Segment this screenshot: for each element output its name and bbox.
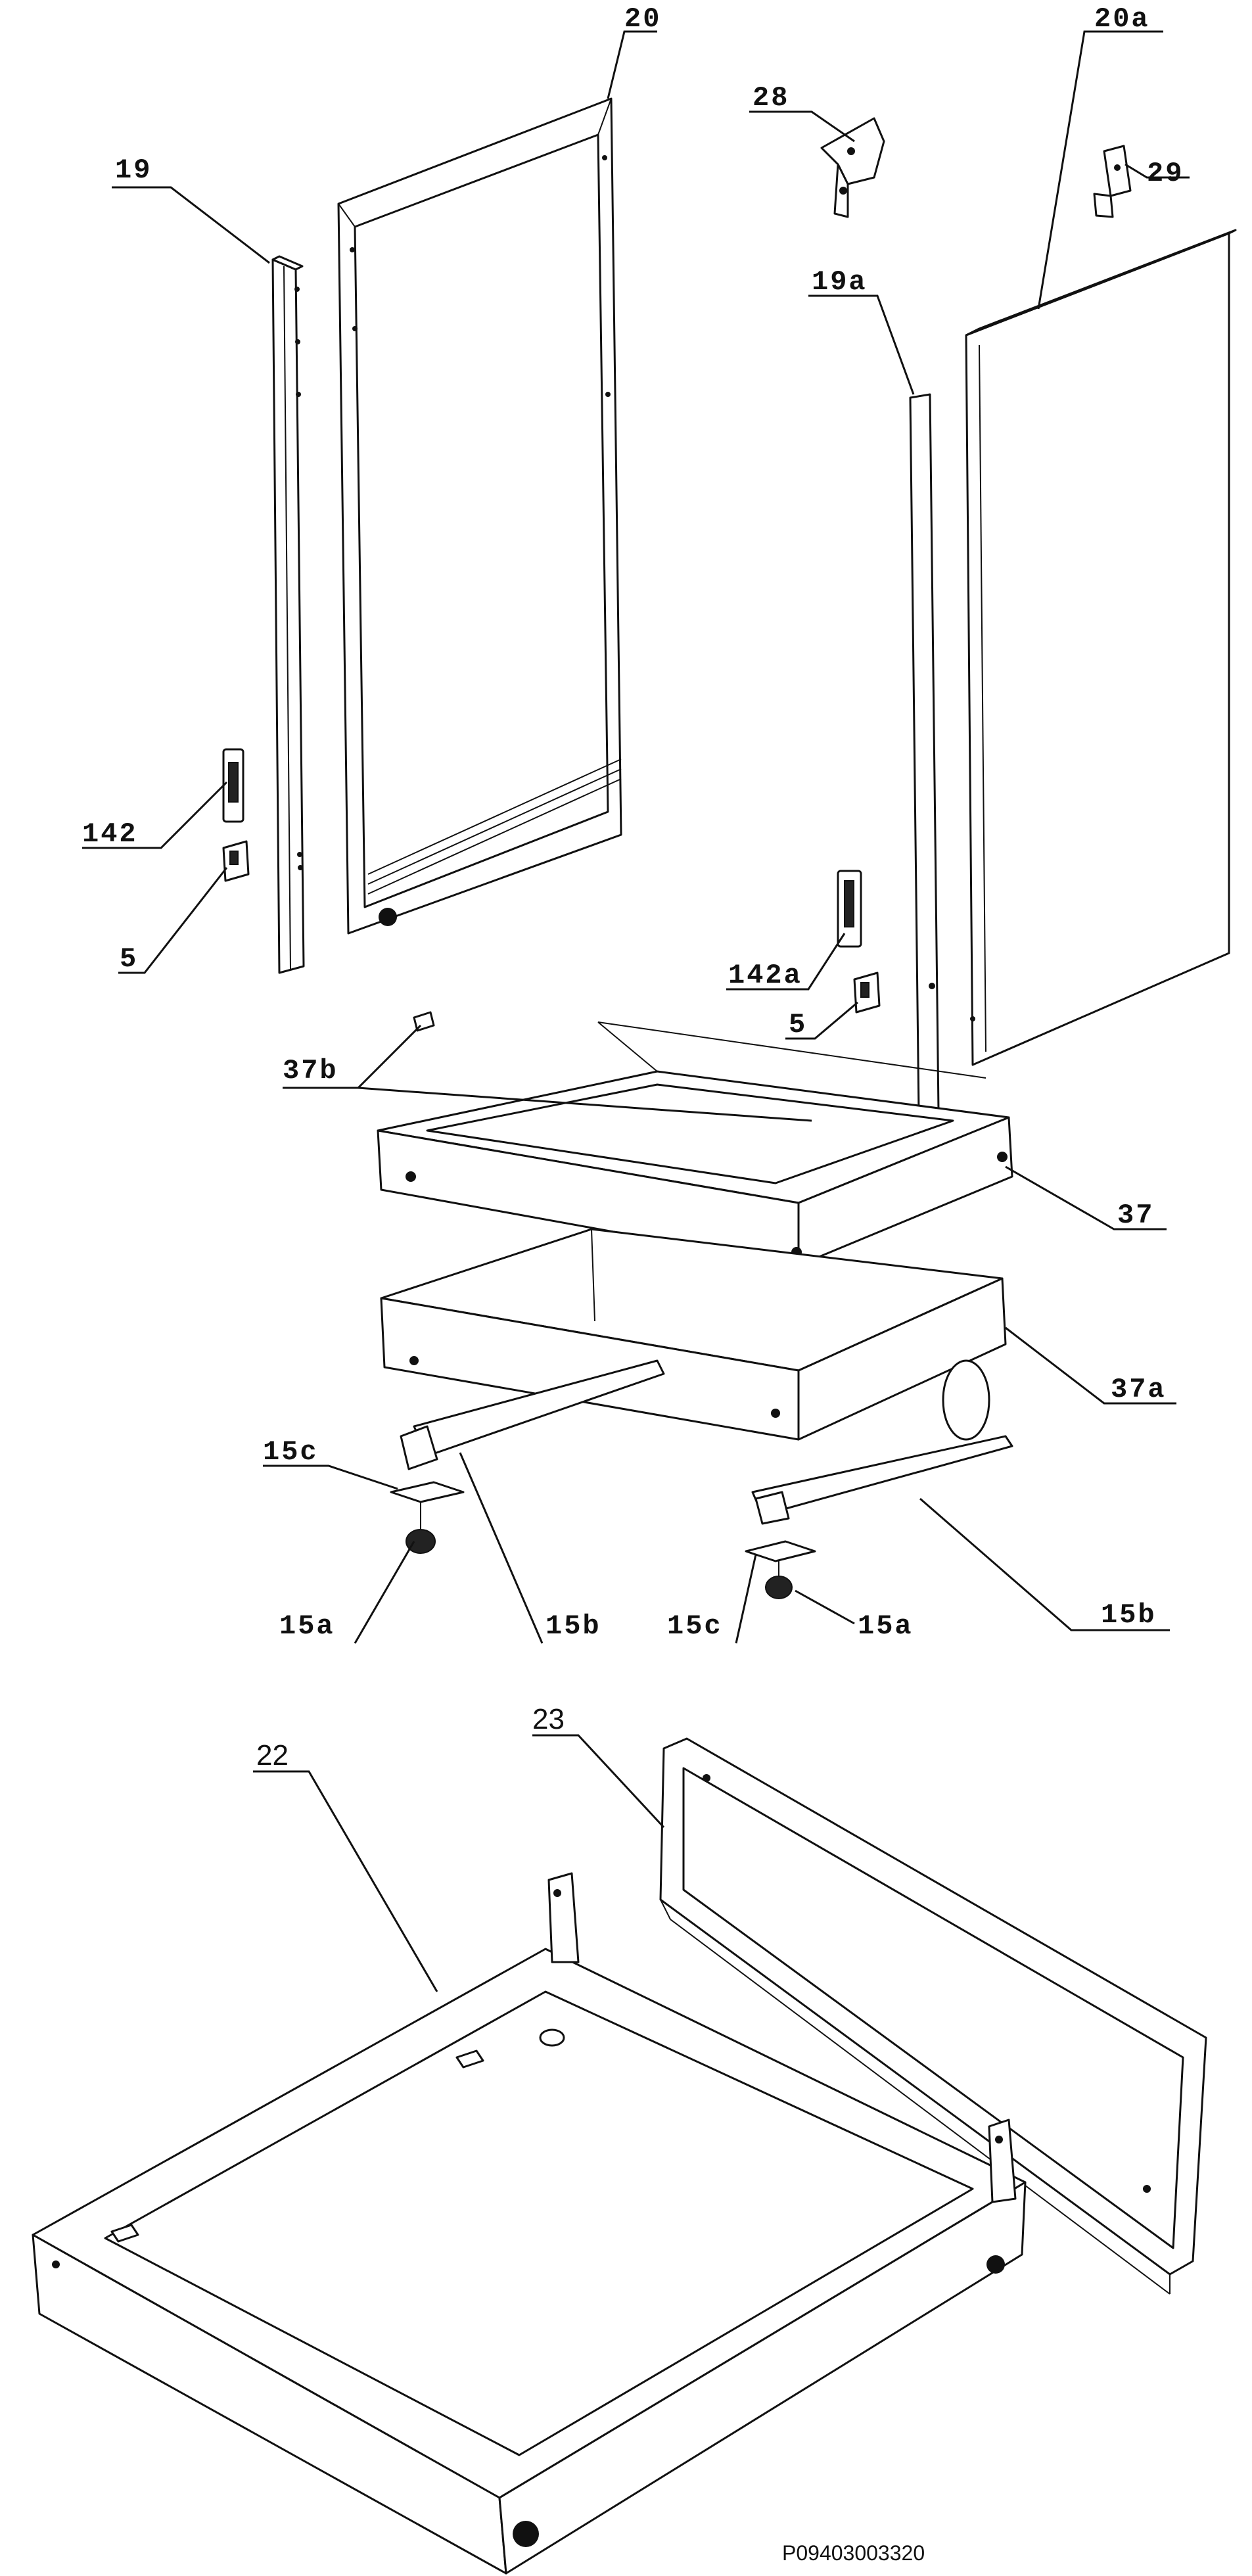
callout-15b-right: 15b [1101,1599,1157,1631]
part-20a-door-panel [965,229,1237,1066]
callout-5-right: 5 [789,1009,807,1041]
part-19a-right-profile [909,393,940,1115]
callout-15c-left: 15c [263,1436,319,1468]
callout-29: 29 [1147,158,1184,189]
part-15a-foot-right [765,1561,793,1599]
leader-lines [82,30,1190,1992]
callout-labels: 20 20a 19 19a 28 29 142 5 142a 5 37b 37 … [82,3,1184,1771]
part-22-base-tray [32,1872,1027,2575]
callout-23: 23 [532,1703,565,1735]
callout-37b: 37b [283,1055,338,1087]
part-37-upper-plinth [377,1021,1013,1267]
part-37a-lower-plinth [380,1228,1007,1441]
callout-20a: 20a [1094,3,1150,35]
part-142-catch [222,748,244,823]
part-5-clip-right [853,972,881,1014]
callout-15a-right: 15a [858,1610,914,1642]
part-15c-plate-right [745,1540,816,1562]
callout-28: 28 [753,82,789,114]
part-29-hinge-bracket [1093,145,1132,218]
part-15a-foot-left [406,1502,436,1554]
callout-37a: 37a [1111,1374,1167,1405]
callout-15b-left: 15b [545,1610,601,1642]
callout-37: 37 [1117,1200,1154,1231]
part-15c-plate-left [390,1481,465,1503]
callout-19: 19 [115,154,152,186]
callout-15a-left: 15a [279,1610,335,1642]
callout-5-left: 5 [120,943,138,975]
part-20-door-frame [337,97,622,935]
callout-19a: 19a [812,266,868,298]
part-5-clip-left [222,840,250,882]
callout-22: 22 [256,1739,289,1771]
part-15b-rail-left [400,1359,665,1470]
part-28-hinge-bracket [820,117,885,218]
callout-142a: 142a [728,960,802,991]
part-19-left-profile [271,255,305,974]
document-code: P09403003320 [782,2541,925,2565]
part-23-back-panel [659,1737,1207,2295]
callout-142: 142 [82,818,138,850]
part-15b-rail-right [751,1359,1013,1525]
callout-20: 20 [624,3,661,35]
part-142a-catch [837,870,862,948]
callout-15c-right: 15c [667,1610,723,1642]
